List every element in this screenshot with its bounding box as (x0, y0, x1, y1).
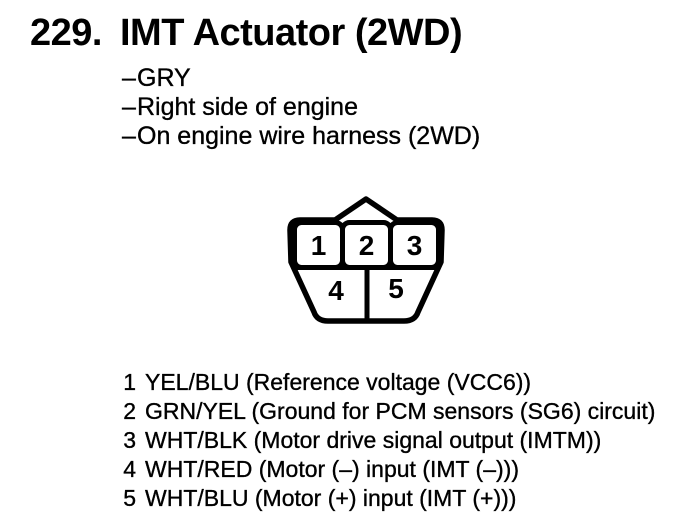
note-item: – On engine wire harness (2WD) (122, 122, 481, 151)
pin-description: YEL/BLU (Reference voltage (VCC6)) (145, 369, 532, 395)
pin-number-2: 2 (359, 230, 375, 261)
section-number: 229. (30, 12, 102, 54)
connector-diagram: 1 2 3 4 5 (278, 192, 468, 340)
connector-notes: – GRY – Right side of engine – On engine… (122, 64, 481, 151)
note-item: – GRY (122, 64, 480, 93)
pin-number-4: 4 (328, 275, 344, 306)
pinout-row: 4 WHT/RED (Motor (–) input (IMT (–))) (123, 455, 655, 484)
pin-number: 4 (123, 456, 136, 482)
section-title: 229. IMT Actuator (2WD) (30, 12, 463, 55)
pin-number-3: 3 (407, 230, 423, 261)
connector-svg: 1 2 3 4 5 (287, 196, 445, 324)
pinout-row: 5 WHT/BLU (Motor (+) input (IMT (+))) (123, 484, 655, 513)
pinout-row: 1 YEL/BLU (Reference voltage (VCC6)) (123, 368, 655, 397)
pinout-row: 2 GRN/YEL (Ground for PCM sensors (SG6) … (123, 397, 656, 426)
pinout-legend: 1 YEL/BLU (Reference voltage (VCC6)) 2 G… (123, 368, 656, 513)
note-text: GRY (137, 64, 191, 92)
pin-number: 1 (123, 369, 136, 395)
pin-description: WHT/BLU (Motor (+) input (IMT (+))) (145, 485, 517, 511)
pin-number-1: 1 (311, 230, 327, 261)
note-text: On engine wire harness (2WD) (137, 122, 481, 150)
pin-number: 5 (123, 485, 136, 511)
note-text: Right side of engine (137, 93, 358, 121)
pin-description: GRN/YEL (Ground for PCM sensors (SG6) ci… (145, 398, 656, 424)
pin-description: WHT/RED (Motor (–) input (IMT (–))) (145, 456, 519, 482)
pin-number-5: 5 (388, 273, 404, 304)
pin-number: 2 (123, 398, 136, 424)
pin-number: 3 (123, 427, 136, 453)
page-title: IMT Actuator (2WD) (120, 12, 463, 54)
pin-description: WHT/BLK (Motor drive signal output (IMTM… (145, 427, 602, 453)
pinout-row: 3 WHT/BLK (Motor drive signal output (IM… (123, 426, 655, 455)
bullet-dash: – (122, 93, 136, 121)
bullet-dash: – (122, 64, 136, 92)
bullet-dash: – (122, 122, 136, 150)
pin-cell-3 (388, 220, 441, 270)
note-item: – Right side of engine (122, 93, 480, 122)
